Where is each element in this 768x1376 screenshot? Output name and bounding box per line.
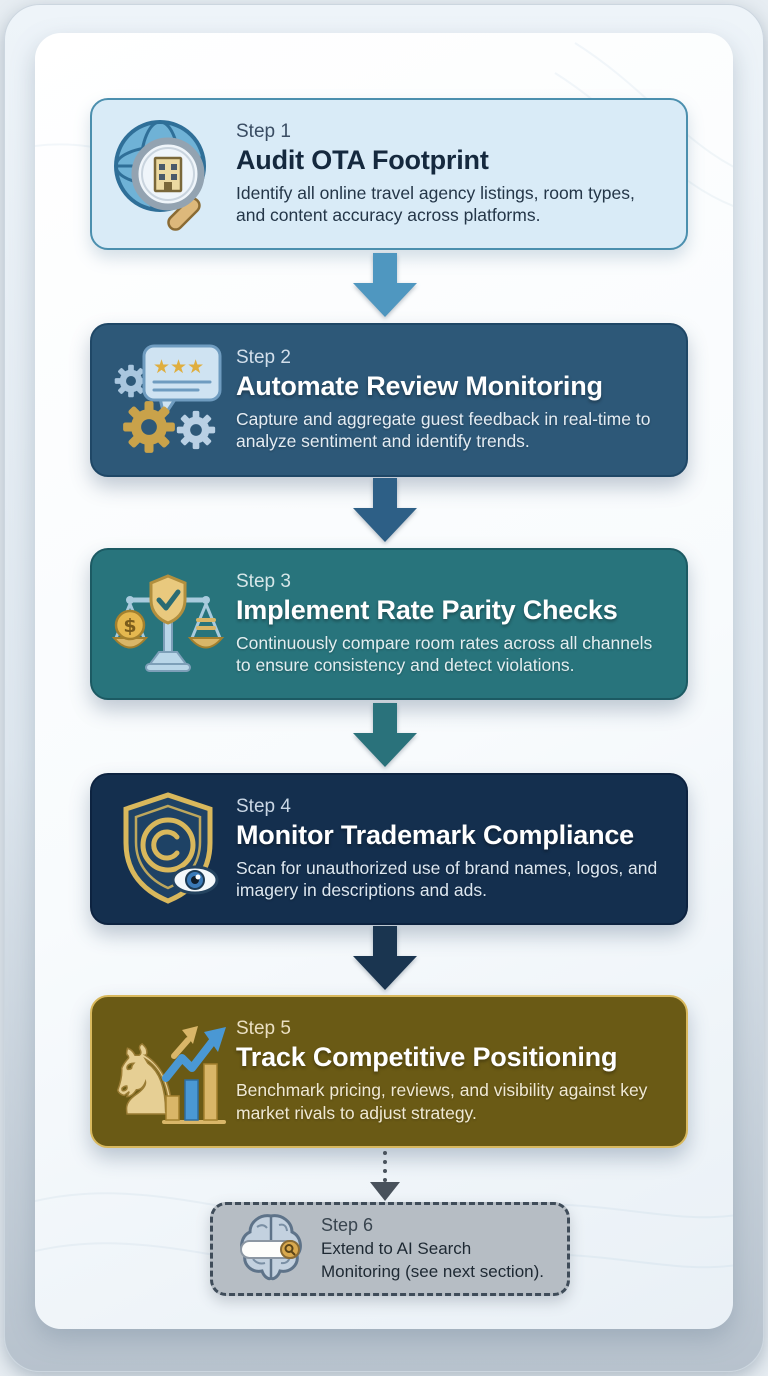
step-5-description: Benchmark pricing, reviews, and visibili…: [236, 1080, 648, 1123]
down-arrow-icon: [351, 703, 419, 769]
step-2-description: Capture and aggregate guest feedback in …: [236, 408, 651, 452]
dotted-line: [383, 1151, 387, 1182]
step-4-text: Step 4 Monitor Trademark Compliance Scan…: [234, 796, 664, 902]
step-4-description: Scan for unauthorized use of brand names…: [236, 857, 658, 901]
step-card-1: Step 1 Audit OTA Footprint Identify all …: [90, 98, 688, 250]
step-3-description: Continuously compare room rates across a…: [236, 632, 653, 676]
down-arrow-icon: [351, 478, 419, 544]
step-2-text: Step 2 Automate Review Monitoring Captur…: [234, 347, 664, 453]
step-3-title: Implement Rate Parity Checks: [236, 594, 618, 625]
step-2-label: Step 2: [236, 346, 291, 368]
shield-copyright-eye-icon: [102, 789, 234, 909]
step-card-4: Step 4 Monitor Trademark Compliance Scan…: [90, 773, 688, 925]
down-arrow-icon: [351, 253, 419, 319]
step-6-label: Step 6: [321, 1215, 374, 1236]
review-stars-gears-icon: ★★★: [102, 340, 234, 460]
step-3-text: Step 3 Implement Rate Parity Checks Cont…: [234, 571, 664, 677]
step-card-3: $ Step 3 Implement Rate Parity Checks Co…: [90, 548, 688, 700]
step-6-text: Step 6 Extend to AI Search Monitoring (s…: [319, 1215, 555, 1282]
dotted-connector: [368, 1151, 402, 1201]
step-3-label: Step 3: [236, 570, 291, 592]
device-frame: Step 1 Audit OTA Footprint Identify all …: [4, 4, 764, 1372]
dotted-arrowhead-icon: [370, 1182, 400, 1201]
step-5-title: Track Competitive Positioning: [236, 1042, 618, 1073]
step-6-description: Extend to AI Search Monitoring (see next…: [321, 1239, 544, 1281]
step-1-label: Step 1: [236, 120, 291, 142]
step-4-title: Monitor Trademark Compliance: [236, 819, 634, 850]
svg-text:★★★: ★★★: [153, 356, 204, 378]
step-1-text: Step 1 Audit OTA Footprint Identify all …: [234, 121, 664, 227]
balance-scale-icon: $: [102, 564, 234, 684]
chess-knight-chart-icon: ♞: [102, 1012, 234, 1132]
step-card-5: ♞ Step 5 Track Competitive Positioning B…: [90, 995, 688, 1148]
step-1-title: Audit OTA Footprint: [236, 144, 489, 175]
step-4-label: Step 4: [236, 795, 291, 817]
globe-magnifier-icon: [102, 114, 234, 234]
svg-text:$: $: [123, 615, 136, 637]
down-arrow-icon: [351, 926, 419, 992]
step-card-2: ★★★ Step 2 Automate Review Monitoring Ca…: [90, 323, 688, 477]
step-5-label: Step 5: [236, 1018, 291, 1040]
step-card-6: Step 6 Extend to AI Search Monitoring (s…: [210, 1202, 570, 1296]
step-1-description: Identify all online travel agency listin…: [236, 182, 635, 226]
step-2-title: Automate Review Monitoring: [236, 370, 603, 401]
brain-search-icon: [223, 1207, 319, 1291]
step-5-text: Step 5 Track Competitive Positioning Ben…: [234, 1018, 664, 1124]
